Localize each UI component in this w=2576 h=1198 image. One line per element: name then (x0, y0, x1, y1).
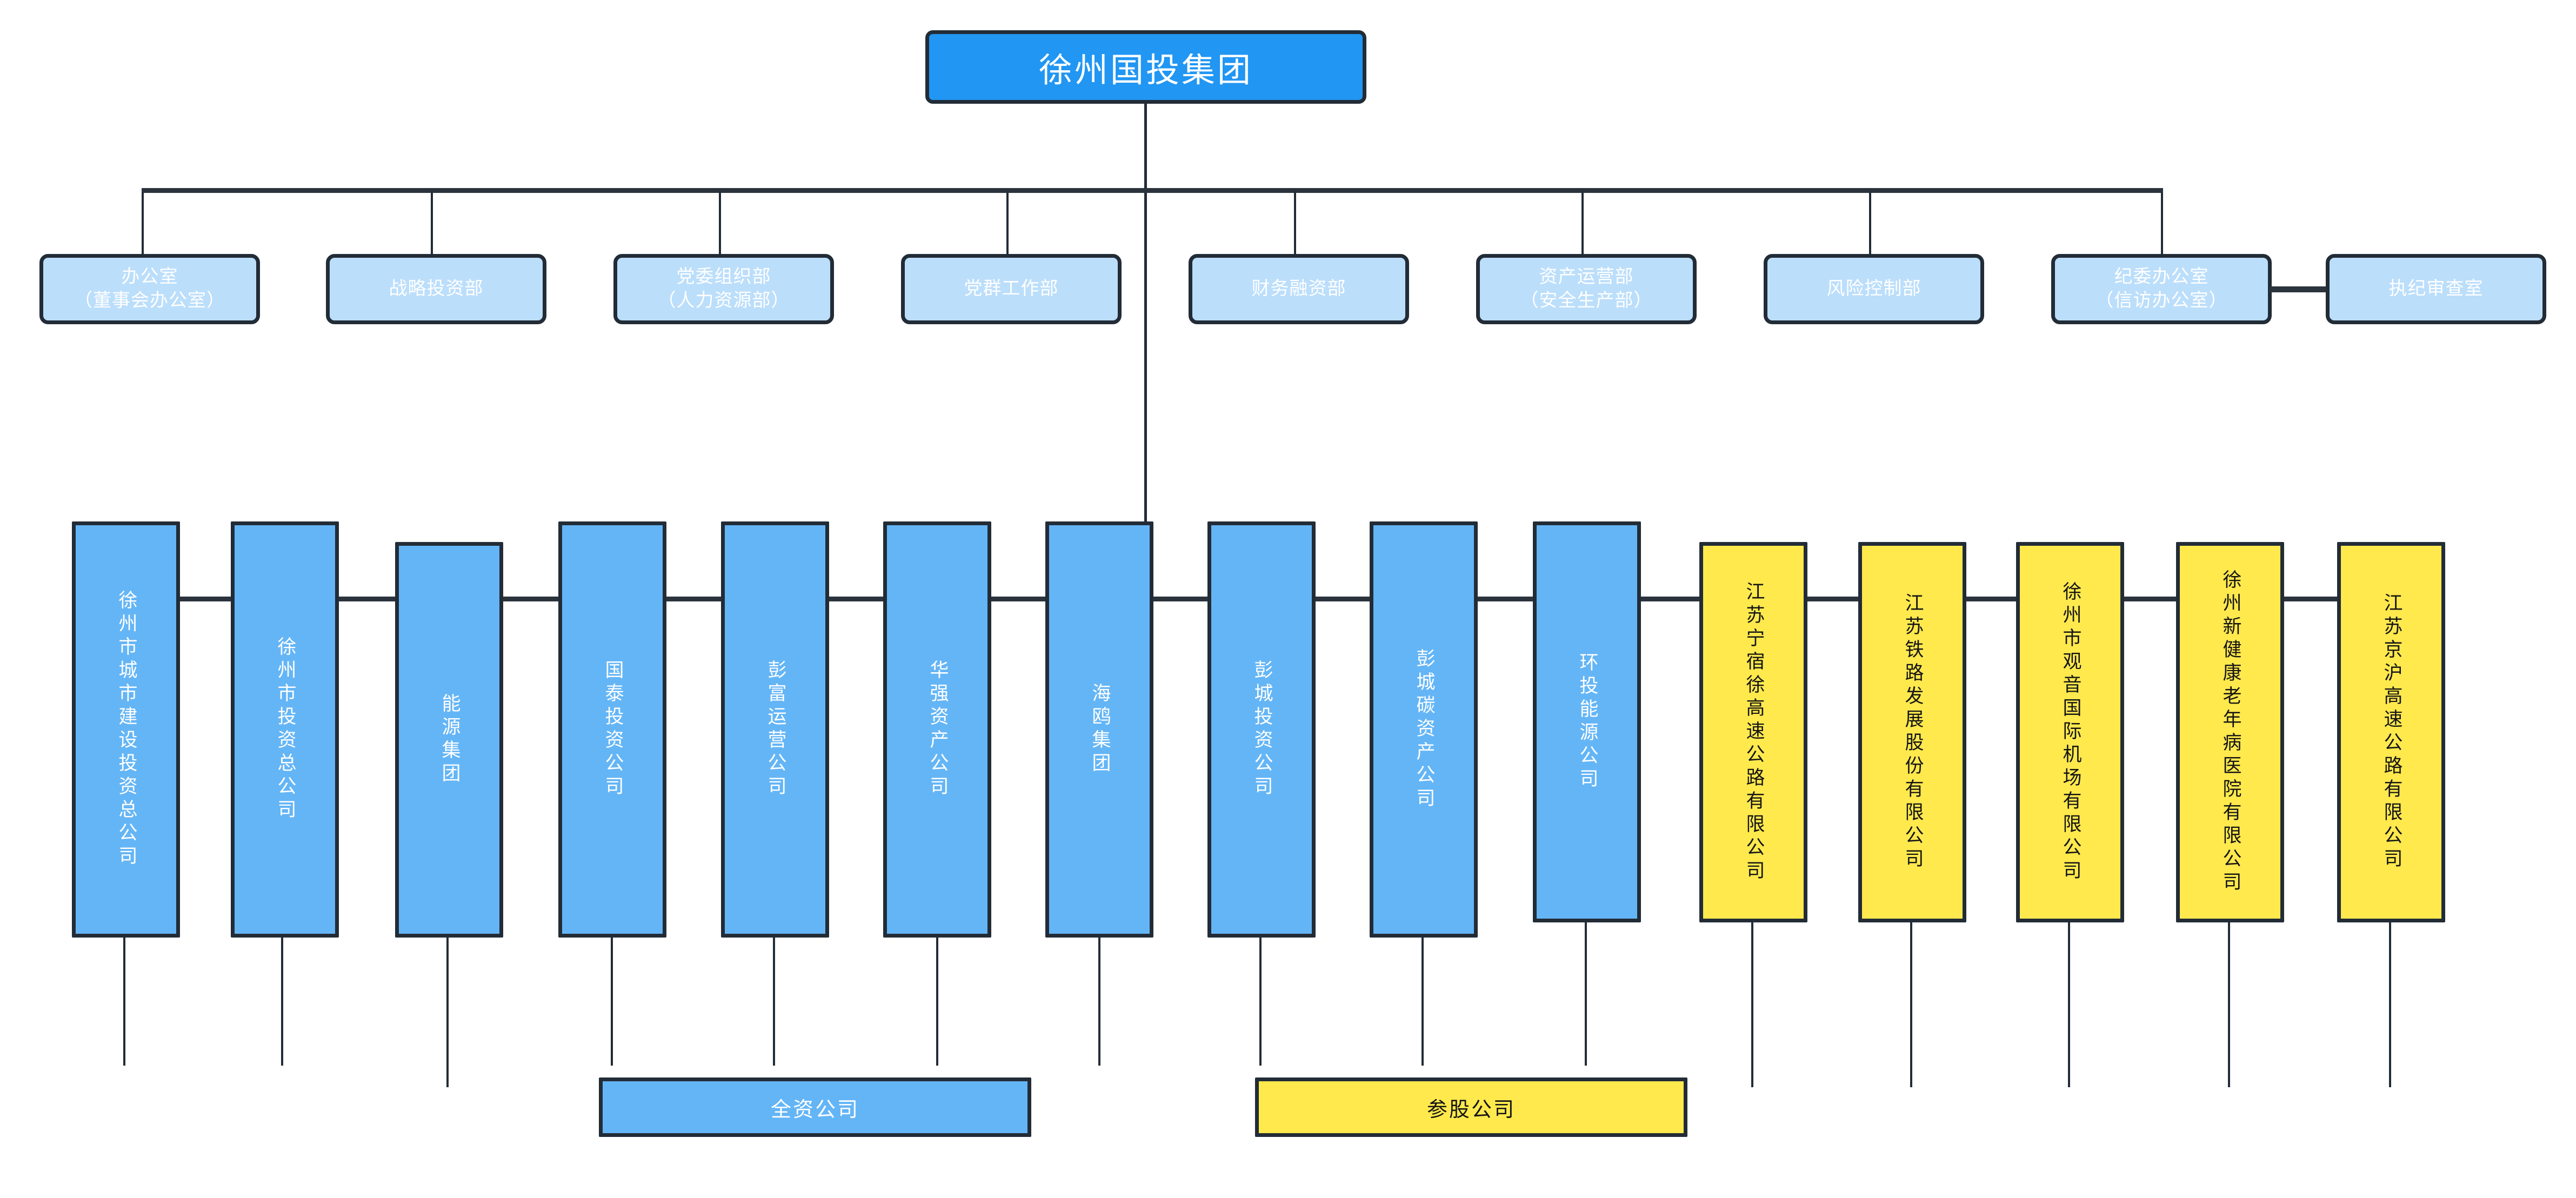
subsidiary-label: 彭城投资公司 (1251, 660, 1273, 799)
legend-owned-company: 全资公司 (599, 1077, 1031, 1137)
dept-label-line1: 党委组织部 (676, 266, 771, 288)
dept-label-line1: 风险控制部 (1826, 278, 1921, 300)
subsidiary-label: 徐州市投资总公司 (274, 637, 296, 822)
connector-discipline-to-inspection (2270, 286, 2328, 292)
subsidiary-label: 彭富运营公司 (764, 660, 786, 799)
dept-label-line2: （安全生产部） (1520, 290, 1653, 311)
connector-drop-dept-4 (1006, 192, 1009, 254)
dept-label-line2: （人力资源部） (657, 290, 790, 311)
dept-label-line2: （董事会办公室） (74, 290, 225, 311)
subsidiary-node-xuzhou-investment-general[interactable]: 徐州市投资总公司 (231, 521, 339, 938)
subsidiary-node-haiou-group[interactable]: 海鸥集团 (1045, 521, 1153, 938)
legend-equity-label: 参股公司 (1426, 1097, 1516, 1121)
dept-node-risk-control[interactable]: 风险控制部 (1764, 254, 1984, 324)
legend-owned-label: 全资公司 (770, 1097, 859, 1121)
root-node-label: 徐州国投集团 (1038, 50, 1253, 90)
subsidiary-node-xuzhou-xinjiankang-geriatric-hospital[interactable]: 徐州新健康老年病医院有限公司 (2176, 542, 2284, 922)
connector-drop-dept-1 (142, 192, 144, 254)
dept-node-finance-financing[interactable]: 财务融资部 (1189, 254, 1409, 324)
subsidiary-node-huaqiang-asset[interactable]: 华强资产公司 (883, 521, 991, 938)
dept-label-line1: 党群工作部 (964, 278, 1059, 300)
subsidiary-label: 徐州市观音国际机场有限公司 (2059, 581, 2081, 884)
subsidiary-node-huantou-energy[interactable]: 环投能源公司 (1533, 521, 1641, 922)
dept-node-strategic-investment[interactable]: 战略投资部 (326, 254, 546, 324)
subsidiary-node-energy-group[interactable]: 能源集团 (395, 542, 503, 938)
connector-drop-dept-6 (1581, 192, 1584, 254)
subsidiary-node-city-construction-investment[interactable]: 徐州市城市建设投资总公司 (72, 521, 180, 938)
dept-node-asset-operation[interactable]: 资产运营部 （安全生产部） (1476, 254, 1697, 324)
subsidiary-label: 环投能源公司 (1576, 652, 1598, 792)
subsidiary-label: 华强资产公司 (926, 660, 949, 799)
subsidiary-node-jiangsu-jinghu-expressway[interactable]: 江苏京沪高速公路有限公司 (2337, 542, 2445, 922)
dept-label-line1: 办公室 (121, 266, 178, 288)
connector-root-trunk (1144, 104, 1147, 600)
subsidiary-label: 徐州市城市建设投资总公司 (115, 590, 137, 869)
connector-drop-dept-3 (719, 192, 721, 254)
dept-label-line1: 纪委办公室 (2114, 266, 2209, 288)
dept-node-office[interactable]: 办公室 （董事会办公室） (39, 254, 260, 324)
dept-label-line1: 战略投资部 (389, 278, 484, 300)
dept-node-discipline-office[interactable]: 纪委办公室 （信访办公室） (2051, 254, 2272, 324)
connector-drop-dept-2 (431, 192, 433, 254)
subsidiary-label: 江苏铁路发展股份有限公司 (1901, 593, 1924, 872)
dept-node-party-mass-work[interactable]: 党群工作部 (901, 254, 1122, 324)
subsidiary-label: 海鸥集团 (1089, 683, 1111, 776)
subsidiary-node-pengfu-operation[interactable]: 彭富运营公司 (721, 521, 829, 938)
dept-node-discipline-inspection-room[interactable]: 执纪审查室 (2326, 254, 2546, 324)
subsidiary-label: 徐州新健康老年病医院有限公司 (2219, 570, 2241, 895)
legend-equity-company: 参股公司 (1255, 1077, 1687, 1137)
subsidiary-label: 彭城碳资产公司 (1413, 648, 1435, 811)
dept-label-line1: 资产运营部 (1539, 266, 1634, 288)
subsidiary-label: 江苏宁宿徐高速公路有限公司 (1743, 581, 1765, 884)
subsidiary-label: 江苏京沪高速公路有限公司 (2380, 593, 2403, 872)
subsidiary-label: 国泰投资公司 (602, 660, 624, 799)
root-node-xuzhou-guotou-group[interactable]: 徐州国投集团 (925, 30, 1366, 104)
connector-drop-dept-8 (2161, 192, 2163, 254)
subsidiary-node-pengcheng-investment[interactable]: 彭城投资公司 (1207, 521, 1316, 938)
subsidiary-node-xuzhou-guanyin-airport[interactable]: 徐州市观音国际机场有限公司 (2016, 542, 2124, 922)
connector-department-bus (142, 188, 2163, 193)
subsidiary-node-jiangsu-railway-development[interactable]: 江苏铁路发展股份有限公司 (1858, 542, 1966, 922)
subsidiary-node-jiangsu-ningsuxu-expressway[interactable]: 江苏宁宿徐高速公路有限公司 (1699, 542, 1807, 922)
dept-label-line1: 财务融资部 (1251, 278, 1346, 300)
subsidiary-label: 能源集团 (438, 693, 461, 786)
connector-drop-dept-5 (1294, 192, 1296, 254)
dept-node-party-organization[interactable]: 党委组织部 （人力资源部） (613, 254, 834, 324)
subsidiary-node-pengcheng-carbon-asset[interactable]: 彭城碳资产公司 (1370, 521, 1478, 938)
dept-label-line1: 执纪审查室 (2388, 278, 2484, 300)
subsidiary-node-guotai-investment[interactable]: 国泰投资公司 (558, 521, 666, 938)
dept-label-line2: （信访办公室） (2095, 290, 2228, 311)
connector-drop-dept-7 (1869, 192, 1871, 254)
